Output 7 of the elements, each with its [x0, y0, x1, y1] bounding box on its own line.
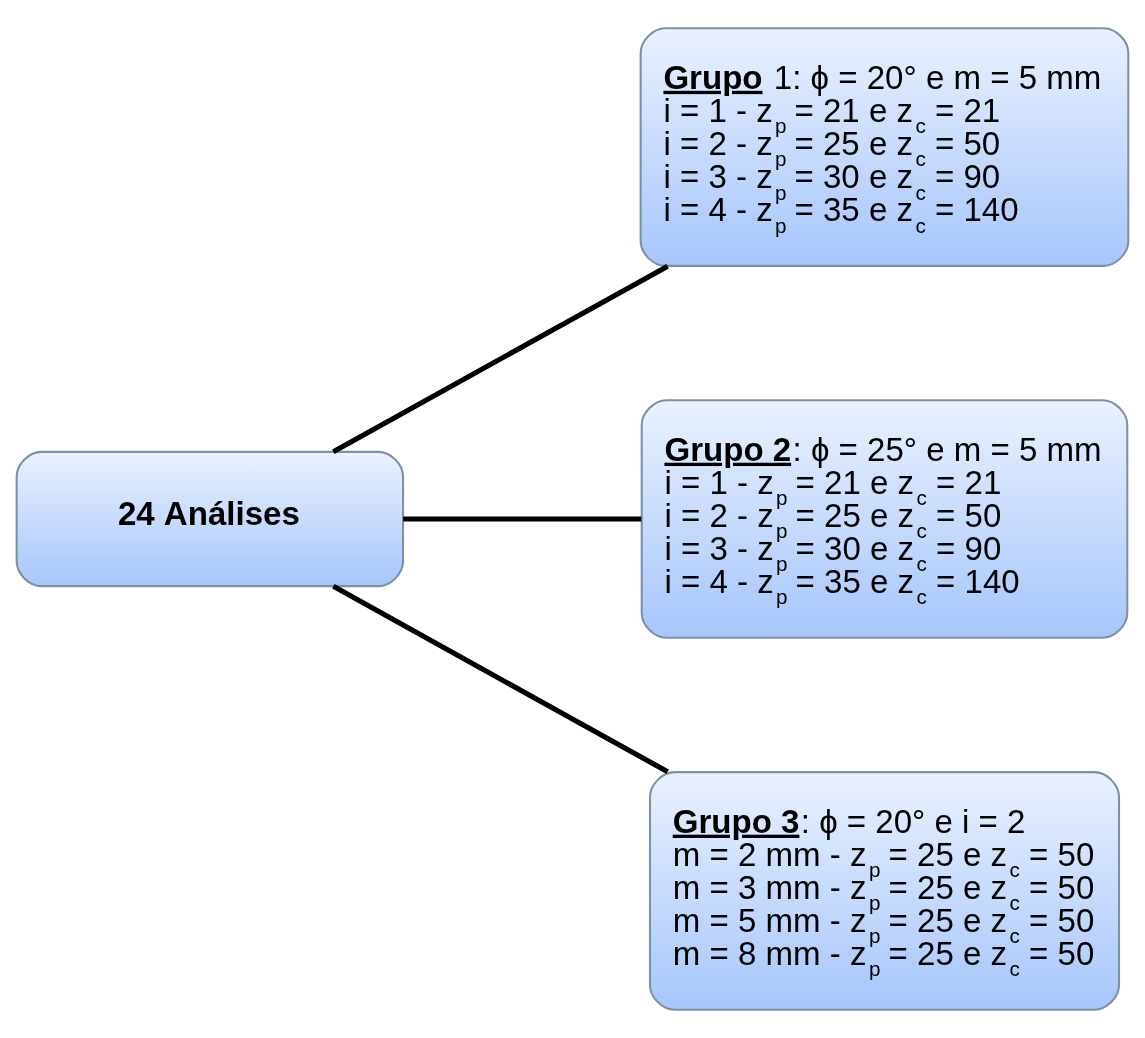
connector	[403, 516, 642, 522]
node-box: Grupo 3: ϕ = 20° e i = 2 m = 2 mm - z$_{p}$ = 25 e z$_{c}$ = 50 m = 3 mm - z$_{p}$ = 25 e z$_{c}$ = 50 m = 5 mm - z$_{p}$ = 25 e z$_{c}$ = 50 m = 8 mm - z$_{p}$ = 25 e z$_{c}$ = 50	[648, 771, 1121, 1011]
node-box: Grupo 1: ϕ = 20° e m = 5 mm i = 1 - z$_{p}$ = 21 e z$_{c}$ = 21 i = 2 - z$_{p}$ = 25 e z$_{c}$ = 50 i = 3 - z$_{p}$ = 30 e z$_{c}$ = 90 i = 4 - z$_{p}$ = 35 e z$_{c}$ = 140	[639, 27, 1130, 267]
node-box: 24 Análises	[15, 450, 405, 588]
node-box: Grupo 2: ϕ = 25° e m = 5 mm i = 1 - z$_{p}$ = 21 e z$_{c}$ = 21 i = 2 - z$_{p}$ = 25 e z$_{c}$ = 50 i = 3 - z$_{p}$ = 30 e z$_{c}$ = 90 i = 4 - z$_{p}$ = 35 e z$_{c}$ = 140	[640, 399, 1129, 639]
connector	[332, 263, 669, 454]
connector	[332, 584, 669, 775]
